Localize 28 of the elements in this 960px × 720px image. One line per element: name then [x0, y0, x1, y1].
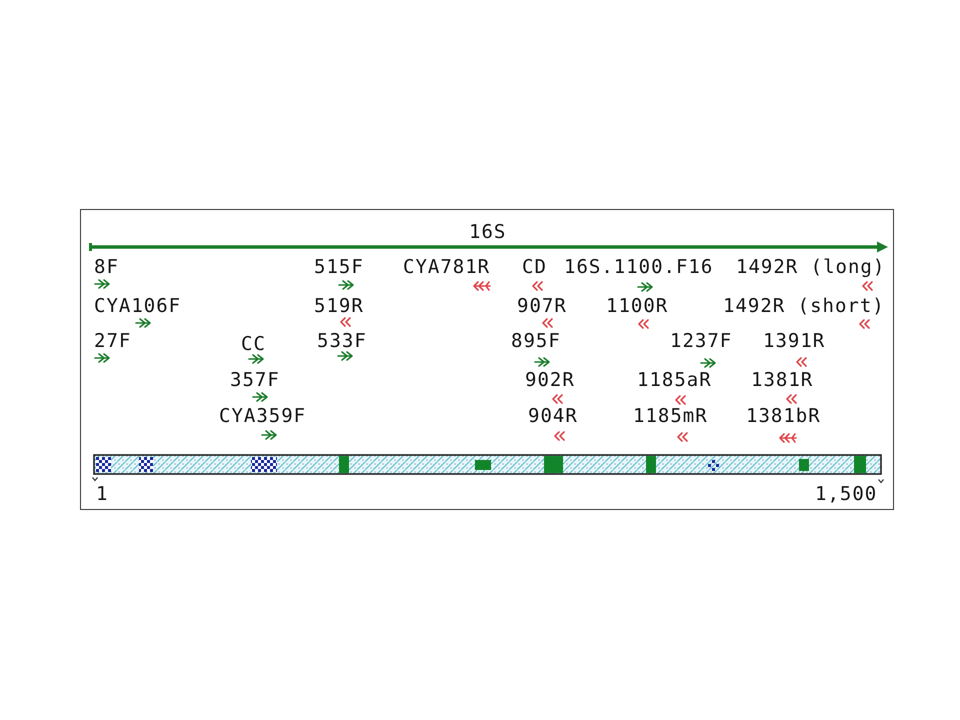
primer-label: 8F	[94, 257, 119, 277]
scale-label: 1,500	[815, 484, 878, 504]
primer-label: 1381bR	[746, 406, 821, 426]
primer-label: 519R	[314, 296, 364, 316]
primer-label: 1492R (short)	[723, 296, 885, 316]
primer-label: 1185aR	[637, 370, 712, 390]
primer-label: 902R	[525, 370, 575, 390]
primer-label: 533F	[317, 331, 367, 351]
primer-label: 1185mR	[633, 406, 708, 426]
primer-label: CC	[241, 334, 266, 354]
primer-label: 1237F	[670, 331, 732, 351]
primer-label: CYA106F	[94, 296, 182, 316]
primer-label: 1492R (long)	[736, 257, 886, 277]
primer-label: 907R	[517, 296, 567, 316]
primer-label: 1391R	[763, 331, 826, 351]
primer-label: 904R	[528, 406, 578, 426]
primer-label: 357F	[230, 370, 280, 390]
primer-label: 515F	[314, 257, 364, 277]
primer-label: 27F	[94, 331, 132, 351]
primer-label: 895F	[511, 331, 561, 351]
primer-label: CYA359F	[219, 406, 306, 426]
primer-label: CD	[522, 257, 547, 277]
primer-label: CYA781R	[403, 257, 490, 277]
scale-label: 1	[96, 484, 108, 504]
gene-label: 16S	[469, 222, 506, 242]
primer-label: 1100R	[606, 296, 668, 316]
primer-label: 1381R	[751, 370, 814, 390]
primer-label: 16S.1100.F16	[564, 257, 714, 277]
